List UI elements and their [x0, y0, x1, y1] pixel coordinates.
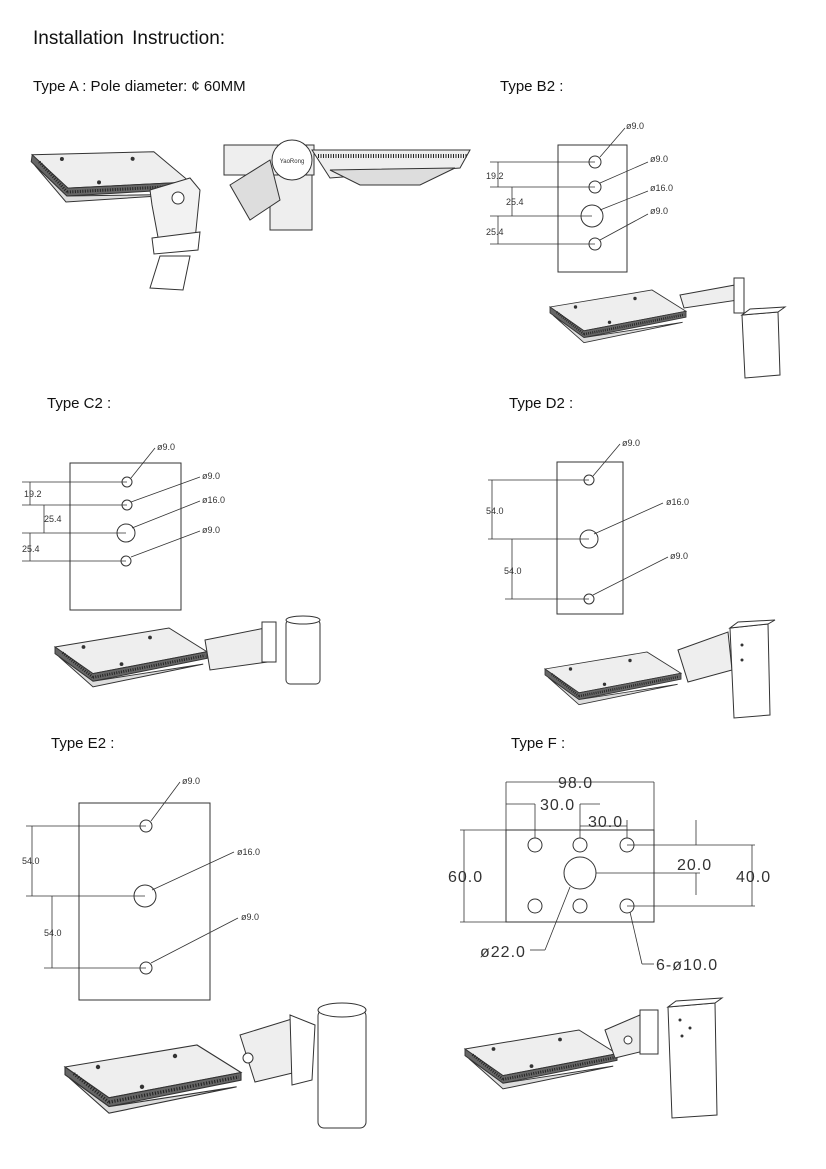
type-c2-dim-2: 25.4 — [44, 514, 62, 524]
type-f-drawing: 98.0 30.0 30.0 60.0 20.0 40.0 ø22.0 6-ø1… — [448, 775, 771, 974]
type-c2-fixture — [53, 615, 321, 689]
type-c2-hole-3: ø16.0 — [202, 495, 225, 505]
type-f-dim-height: 60.0 — [448, 869, 483, 886]
type-f-dim-spacing1: 30.0 — [540, 797, 575, 814]
type-f-dim-width: 98.0 — [558, 775, 593, 792]
type-d2-label: Type D2 : — [509, 395, 574, 412]
type-b2-hole-4: ø9.0 — [650, 206, 668, 216]
type-b2-dim-2: 25.4 — [506, 197, 524, 207]
type-e2-hole-2: ø16.0 — [237, 847, 260, 857]
type-b2-hole-3: ø16.0 — [650, 183, 673, 193]
type-e2-dim-1: 54.0 — [22, 856, 40, 866]
type-b2-dim-3: 25.4 — [486, 227, 504, 237]
page-title: Installation Instruction: — [33, 28, 226, 49]
type-f-fixture — [463, 997, 724, 1119]
type-b2-hole-1: ø9.0 — [626, 121, 644, 131]
type-e2-dim-2: 54.0 — [44, 928, 62, 938]
type-c2-hole-2: ø9.0 — [202, 471, 220, 481]
type-f-dim-holes: 6-ø10.0 — [656, 957, 718, 974]
type-a-label: Type A : Pole diameter: ¢ 60MM — [33, 78, 246, 95]
type-c2-dim-1: 19.2 — [24, 489, 42, 499]
type-b2-label: Type B2 : — [500, 78, 564, 95]
type-b2-hole-2: ø9.0 — [650, 154, 668, 164]
type-a-logo: YaoRong — [280, 159, 305, 165]
type-c2-dim-3: 25.4 — [22, 544, 40, 554]
type-e2-hole-3: ø9.0 — [241, 912, 259, 922]
type-c2-drawing: ø9.0 ø9.0 ø16.0 ø9.0 19.2 25.4 25.4 — [22, 442, 225, 611]
type-f-dim-holespan: 40.0 — [736, 869, 771, 886]
type-d2-drawing: ø9.0 ø16.0 ø9.0 54.0 54.0 — [486, 438, 689, 615]
type-d2-hole-3: ø9.0 — [670, 551, 688, 561]
type-d2-fixture — [543, 619, 776, 719]
type-f-dim-center: ø22.0 — [480, 944, 526, 961]
type-c2-hole-1: ø9.0 — [157, 442, 175, 452]
type-b2-fixture — [548, 277, 787, 379]
type-d2-hole-2: ø16.0 — [666, 497, 689, 507]
type-f-dim-spacing2: 30.0 — [588, 814, 623, 831]
type-b2-dim-1: 19.2 — [486, 171, 504, 181]
type-e2-fixture — [63, 1002, 367, 1129]
type-f-label: Type F : — [511, 735, 566, 752]
type-b2-drawing: ø9.0 ø9.0 ø16.0 ø9.0 19.2 25.4 25.4 — [486, 121, 673, 273]
type-c2-label: Type C2 : — [47, 395, 112, 412]
type-d2-dim-1: 54.0 — [486, 506, 504, 516]
type-e2-label: Type E2 : — [51, 735, 115, 752]
type-e2-hole-1: ø9.0 — [182, 776, 200, 786]
type-a-fixture-angled — [24, 133, 201, 291]
type-d2-dim-2: 54.0 — [504, 566, 522, 576]
type-e2-drawing: ø9.0 ø16.0 ø9.0 54.0 54.0 — [22, 776, 260, 1001]
type-c2-hole-4: ø9.0 — [202, 525, 220, 535]
type-f-dim-offset: 20.0 — [677, 857, 712, 874]
type-d2-hole-1: ø9.0 — [622, 438, 640, 448]
type-a-fixture-side: YaoRong — [223, 139, 471, 231]
